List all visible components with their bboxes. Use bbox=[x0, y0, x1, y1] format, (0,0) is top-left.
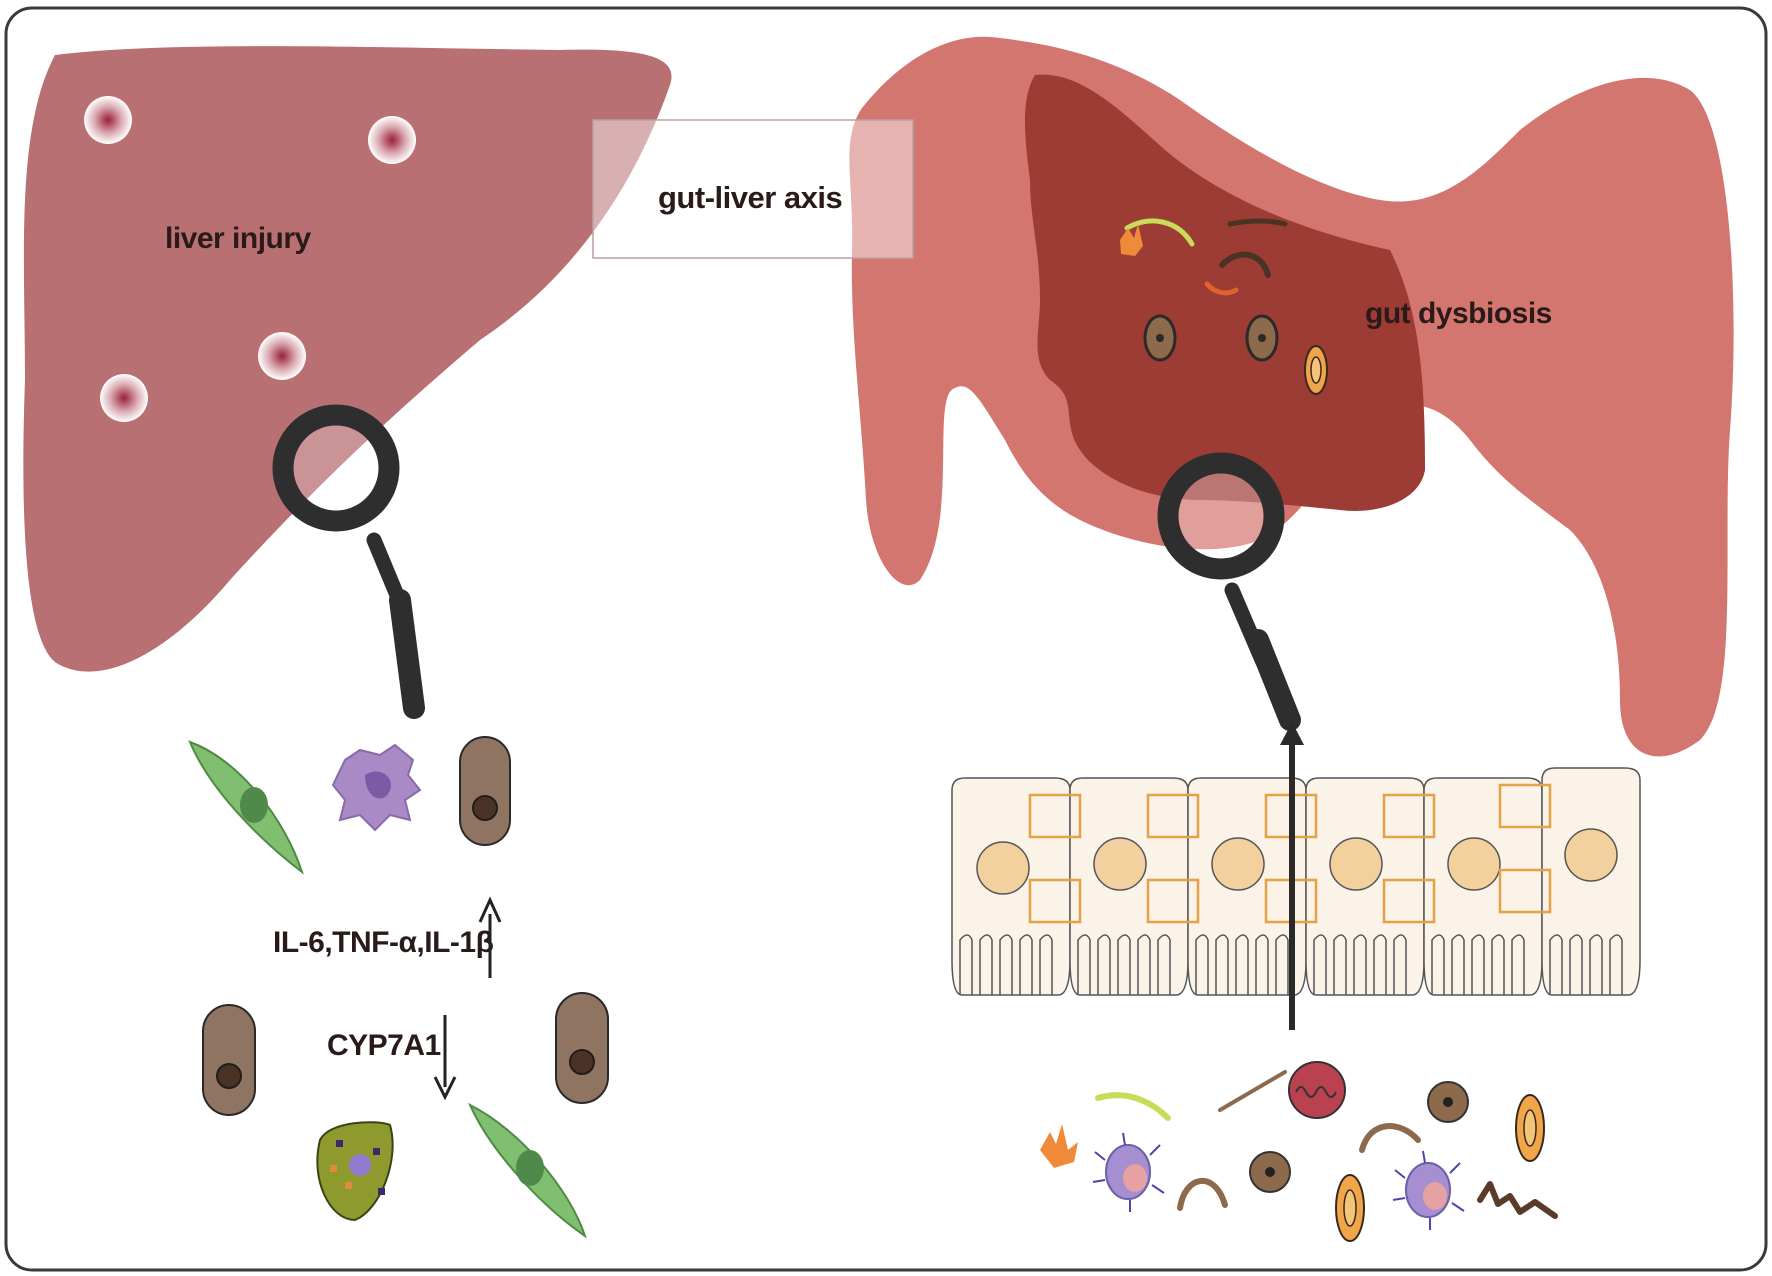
outer-frame bbox=[4, 6, 1768, 1272]
gut-lumen-bacteria bbox=[1120, 218, 1328, 395]
intestinal-epithelium bbox=[951, 767, 1641, 996]
magnifier-icon bbox=[272, 404, 425, 719]
epithelial-cell bbox=[1423, 777, 1543, 996]
cytokines-label: IL-6,TNF-α,IL-1β bbox=[273, 926, 494, 959]
arrow-up-icon bbox=[478, 896, 502, 978]
cyp7a1-label: CYP7A1 bbox=[327, 1029, 441, 1062]
hepatocyte-cells bbox=[202, 736, 609, 1116]
gut-liver-axis-label: gut-liver axis bbox=[658, 180, 842, 215]
liver-lesions bbox=[84, 96, 416, 422]
epithelial-cell bbox=[1187, 777, 1307, 996]
translocation-arrow bbox=[1280, 722, 1304, 1030]
gut-liver-axis-box bbox=[592, 119, 914, 259]
epithelial-cell bbox=[1305, 777, 1425, 996]
arrow-down-icon bbox=[433, 1015, 457, 1101]
epithelial-cell bbox=[1541, 767, 1641, 996]
magnifier-icon bbox=[1157, 452, 1301, 731]
liver-injury-label: liver injury bbox=[165, 222, 312, 255]
liver-shape bbox=[23, 46, 672, 672]
kupffer-cell bbox=[331, 743, 422, 832]
apoptotic-cell bbox=[316, 1121, 394, 1222]
bacteria-icon bbox=[1040, 1061, 1558, 1242]
gut-dysbiosis-label: gut dysbiosis bbox=[1365, 297, 1552, 330]
epithelial-cell bbox=[1069, 777, 1189, 996]
stellate-cells bbox=[188, 740, 587, 1239]
epithelial-cell bbox=[951, 777, 1071, 996]
